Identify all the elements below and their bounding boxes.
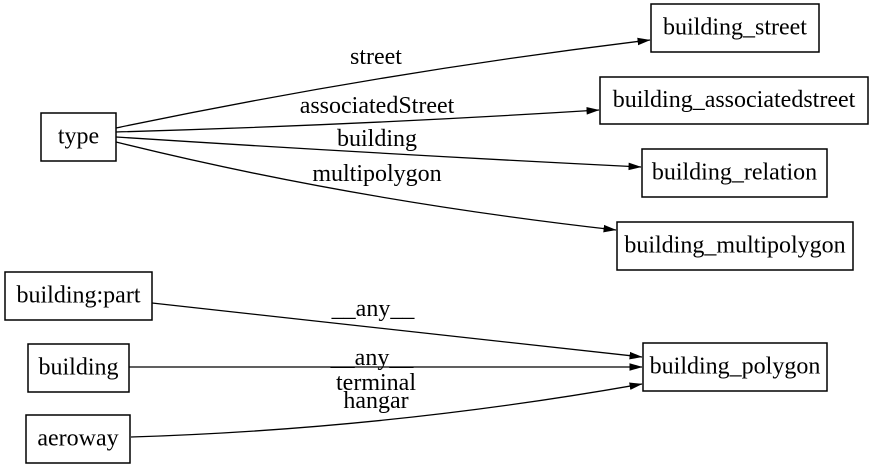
node-building_street: building_street — [650, 3, 820, 53]
node-box-building_street — [650, 3, 820, 53]
node-building_relation: building_relation — [641, 148, 828, 198]
node-box-building — [27, 343, 130, 393]
edge-label-building-building_polygon: __any__ — [330, 345, 415, 371]
node-label-building: building — [38, 354, 118, 380]
node-building: building — [27, 343, 130, 393]
edge-building_part-building_polygon — [151, 302, 643, 360]
node-box-building_part — [4, 271, 153, 321]
edge-aeroway-building_polygon — [130, 382, 643, 438]
edge-label-type-building_associatedstreet: associatedStreet — [300, 93, 455, 119]
node-label-aeroway: aeroway — [37, 425, 118, 451]
node-box-building_multipolygon — [616, 221, 854, 271]
edge-label-type-building_multipolygon: multipolygon — [312, 161, 441, 187]
node-building_multipolygon: building_multipolygon — [616, 221, 854, 271]
edge-label-aeroway-building_polygon-1: hangar — [343, 388, 408, 414]
edge-label-aeroway-building_polygon-0: terminal — [336, 370, 416, 396]
node-building_part: building:part — [4, 271, 153, 321]
edge-label-type-building_street: street — [350, 44, 402, 70]
edge-label-building_part-building_polygon: __any__ — [331, 296, 416, 322]
edge-type-building_multipolygon — [115, 141, 617, 233]
edge-type-building_relation — [115, 136, 642, 171]
node-type: type — [40, 112, 117, 162]
node-box-building_associatedstreet — [599, 76, 869, 125]
edge-type-building_street — [115, 37, 651, 129]
node-label-building_part: building:part — [17, 282, 141, 308]
node-label-building_relation: building_relation — [652, 159, 817, 185]
node-label-building_street: building_street — [663, 14, 807, 40]
node-building_associatedstreet: building_associatedstreet — [599, 76, 869, 125]
node-box-type — [40, 112, 117, 162]
edge-label-type-building_relation: building — [337, 126, 417, 152]
node-label-building_polygon: building_polygon — [650, 353, 821, 379]
node-label-building_associatedstreet: building_associatedstreet — [613, 87, 856, 113]
node-label-building_multipolygon: building_multipolygon — [624, 232, 845, 258]
node-aeroway: aeroway — [25, 414, 131, 464]
node-label-type: type — [58, 123, 99, 149]
node-box-building_relation — [641, 148, 828, 198]
node-box-aeroway — [25, 414, 131, 464]
node-building_polygon: building_polygon — [642, 342, 828, 392]
edge-type-building_associatedstreet — [115, 106, 600, 133]
node-box-building_polygon — [642, 342, 828, 392]
